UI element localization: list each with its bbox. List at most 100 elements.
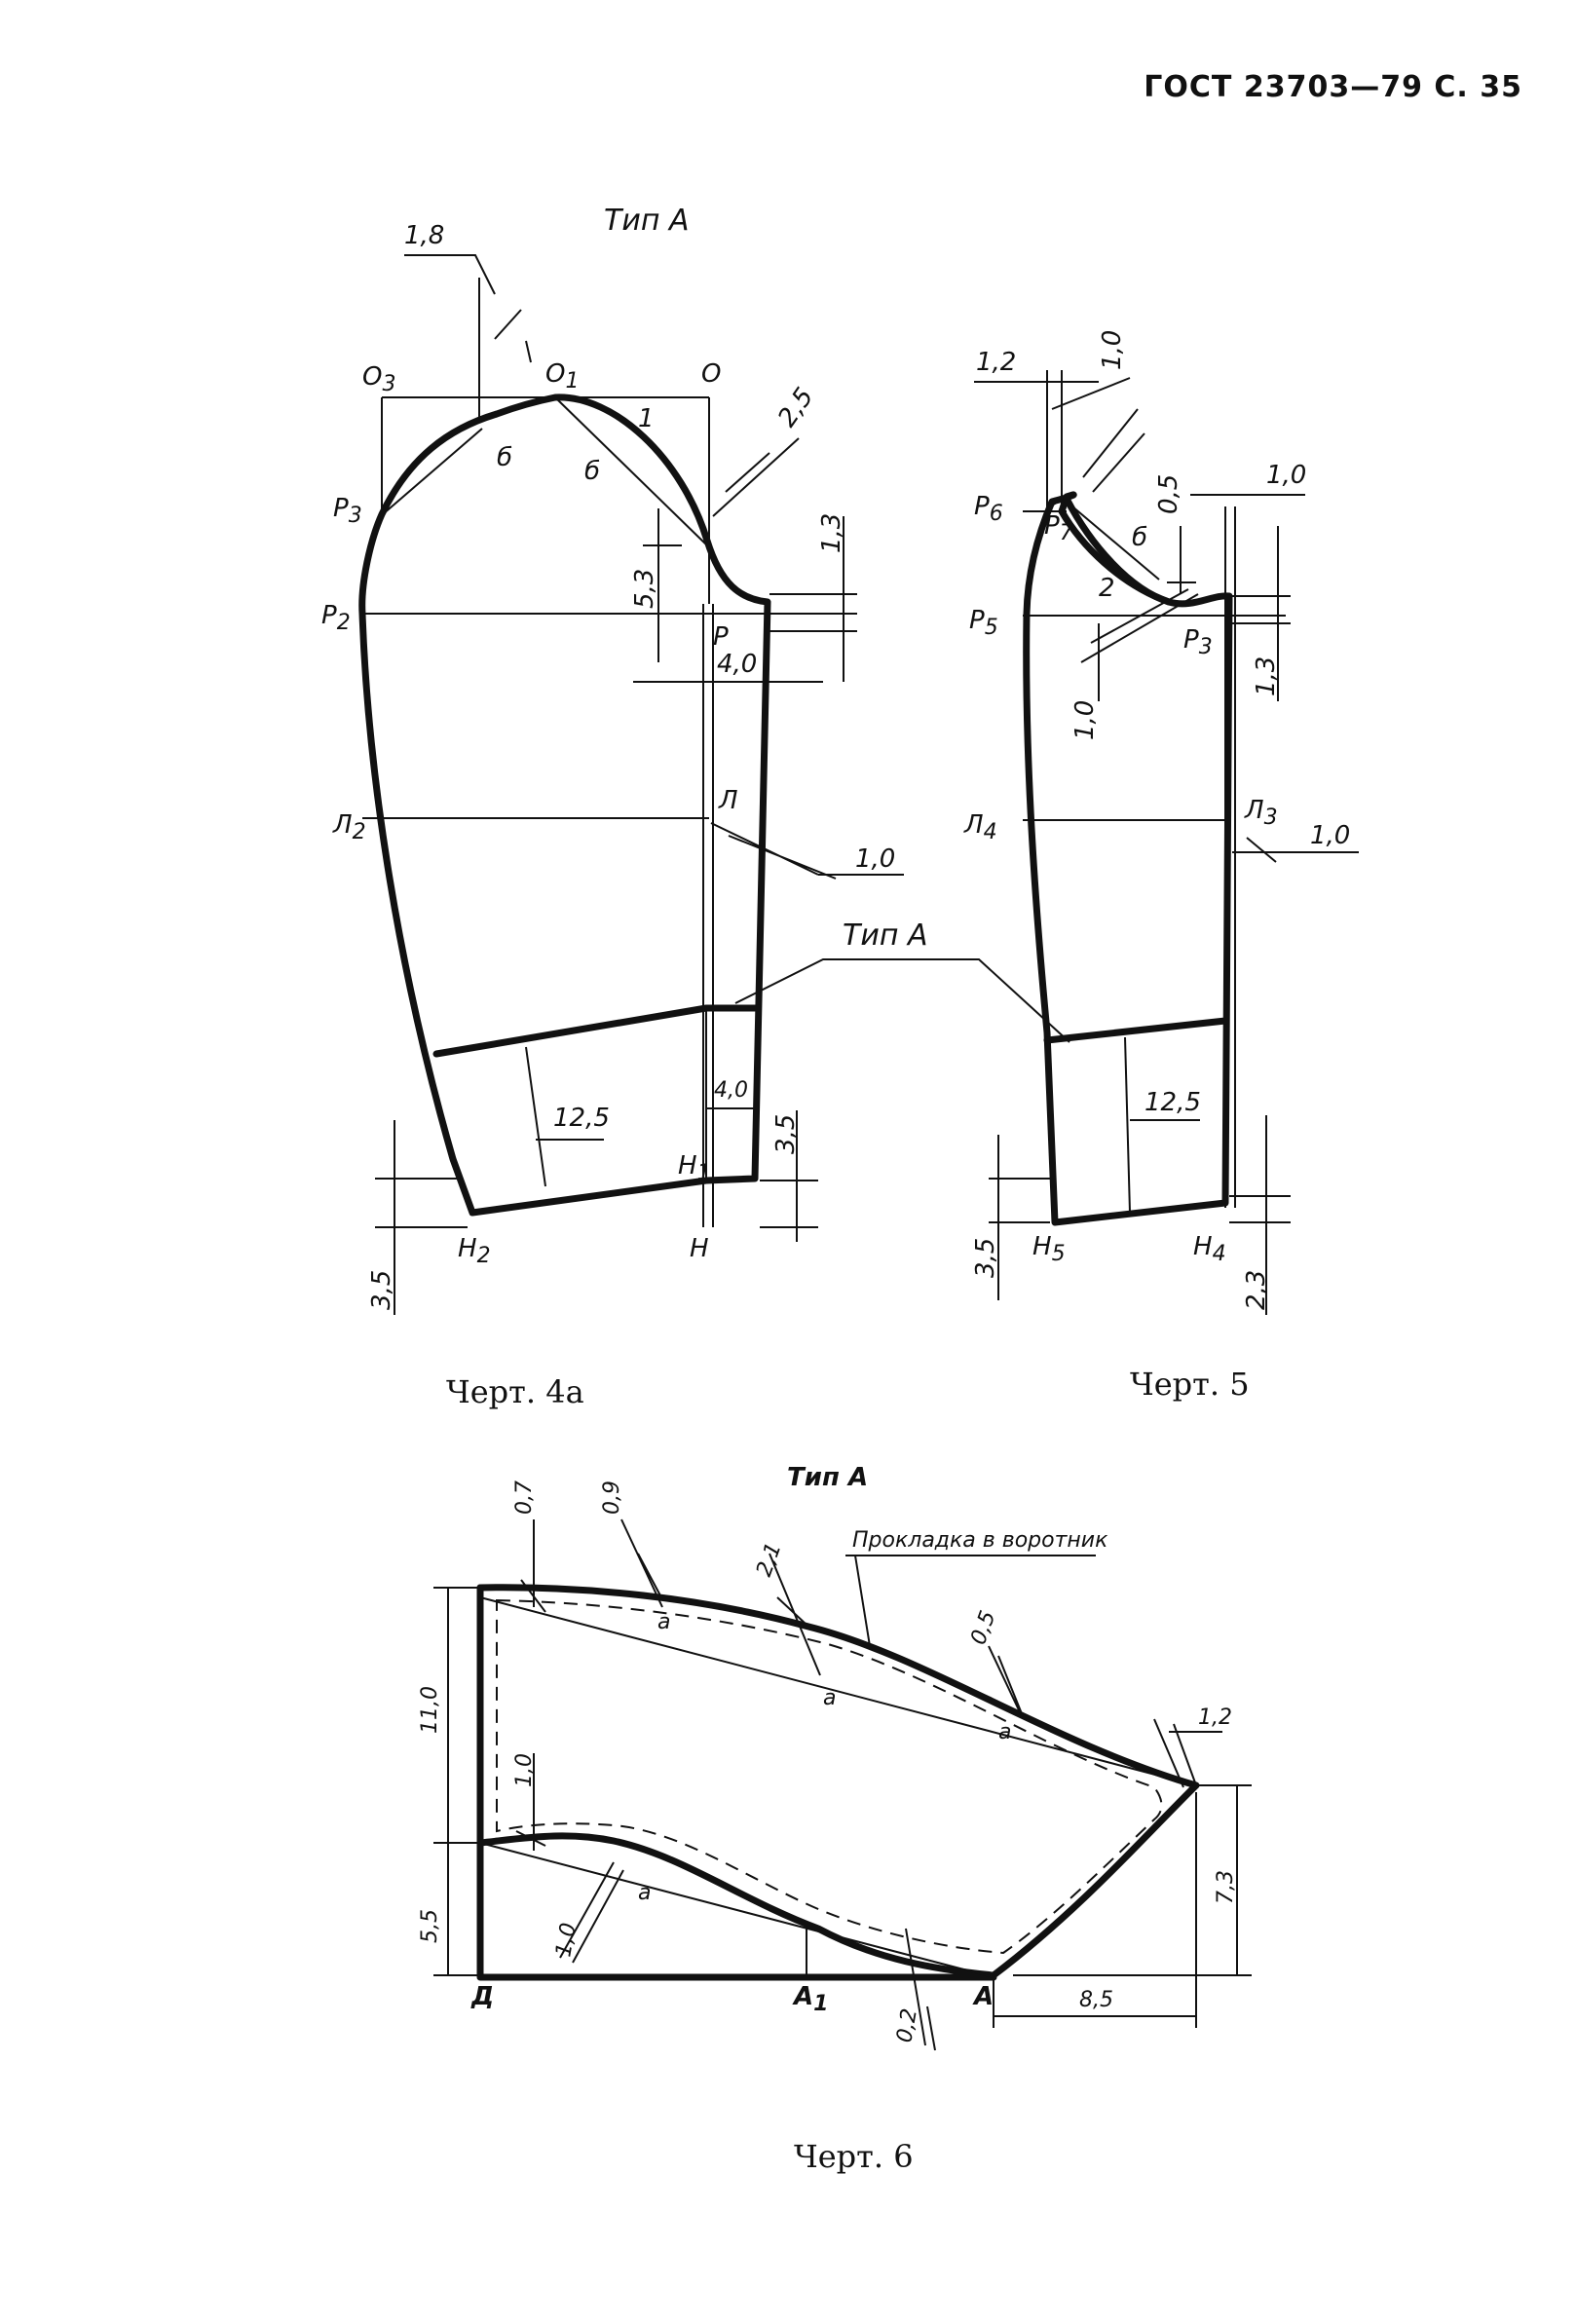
fig5-dim-1-0-l [1232,837,1359,863]
fig5-point-p3: Р3 [1183,625,1213,659]
fig6-dim-0-9 [620,1518,663,1608]
fig4a-chords [382,396,708,546]
fig6-dim-8-5 [993,1792,1197,2028]
fig6-mark-a3: а [998,1720,1011,1744]
fig4a-dim-5-3 [643,508,682,662]
caption-fig5: Черт. 5 [1130,1366,1250,1403]
fig5-outline [1023,491,1233,1226]
fig6-dim-0-9-label: 0,9 [600,1481,624,1515]
fig5-dim-1-0-l-label: 1,0 [1310,821,1350,850]
fig4a-dim-3-5-right-label: 3,5 [771,1114,801,1154]
fig4a-hem-line [432,1004,762,1058]
fig4a-point-h2: Н2 [458,1234,491,1268]
fig6-dim-1-2-label: 1,2 [1198,1706,1232,1730]
fig6-dim-0-2 [905,1928,936,2051]
fig5-dim-2-3 [1229,1115,1291,1315]
fig4a-point-p2: Р2 [321,601,351,635]
fig6-dim-5-5-label: 5,5 [418,1909,442,1943]
fig5-dim-0-5 [1167,526,1196,594]
type-a-leader-line [734,958,1070,1043]
fig4a-dim-1-8 [404,254,532,421]
fig4a-dim-1-8-label: 1,8 [404,221,444,250]
fig4a-point-o1: О1 [545,359,579,394]
fig5-curve-inner [1063,495,1173,606]
fig5-dim-1-0-top-label: 1,0 [1098,330,1127,370]
figure-4a: Тип А 1,8 2,5 5,3 1,3 4,0 1,0 [321,204,904,1315]
fig4a-dim-5-3-label: 5,3 [630,569,659,609]
fig6-dim-vertical-left [433,1587,487,1976]
fig5-mark-2: 2 [1099,574,1115,603]
type-a-leader: Тип А [734,918,1070,1043]
fig4a-point-o3: О3 [362,362,395,396]
fig4a-point-l: Л [718,786,738,815]
fig6-point-a: А [972,1982,994,2011]
fig4a-mark-b1: б [497,443,512,472]
fig6-dim-0-2-label: 0,2 [892,2006,922,2044]
fig4a-dim-4-0-top-label: 4,0 [717,650,757,679]
fig6-dim-1-0-a-label: 1,0 [512,1753,537,1787]
fig4a-point-h1: Н1 [678,1151,711,1185]
fig6-type-label: Тип А [787,1463,868,1492]
fig4a-dim-3-5-right [760,1110,818,1242]
fig5-point-l4: Л4 [963,810,997,844]
fig5-point-p5: Р5 [969,606,998,640]
fig6-mark-a2: а [823,1686,836,1710]
fig5-dim-12-5-label: 12,5 [1144,1088,1201,1117]
page-header: ГОСТ 23703—79 С. 35 [1144,70,1522,104]
fig6-mark-a4: а [638,1881,651,1905]
fig5-guide-top [1023,370,1067,512]
fig6-dim-7-3 [1013,1784,1252,1976]
fig5-dim-1-0-right-label: 1,0 [1266,461,1306,490]
fig6-dim-0-7 [520,1519,546,1613]
fig6-dim-11-0-label: 11,0 [418,1686,442,1734]
fig5-hem-line [1043,1017,1229,1044]
fig5-mark-b: б [1132,523,1147,552]
fig6-dim-1-0-b [559,1861,624,1964]
fig6-dim-7-3-label: 7,3 [1214,1870,1238,1904]
fig4a-vertical-guide [702,604,714,1227]
fig4a-dim-1-3-label: 1,3 [817,513,846,553]
fig4a-outline [358,394,771,1217]
fig5-point-l3: Л3 [1244,796,1278,830]
caption-fig4a: Черт. 4а [446,1373,584,1410]
fig4a-point-p3: Р3 [333,494,362,528]
fig4a-dim-1-3 [769,516,857,682]
fig4a-dim-1-0-label: 1,0 [855,844,895,874]
fig5-dim-0-5-label: 0,5 [1154,474,1183,514]
caption-fig6: Черт. 6 [794,2138,914,2175]
fig4a-dim-3-5-left-label: 3,5 [367,1270,396,1310]
fig4a-mark-1: 1 [638,404,655,433]
fig6-dim-1-0-a [515,1753,546,1851]
fig5-dim-12-5 [1124,1036,1200,1214]
fig6-note: Прокладка в воротник [852,1528,1108,1553]
fig6-inner-dashed [496,1598,1163,1955]
fig6-dim-8-5-label: 8,5 [1079,1988,1113,2012]
figure-5: 1,2 1,0 0,5 1,0 1,0 1,3 1,0 12,5 3,5 2,3… [963,330,1359,1315]
fig6-dim-2-1 [769,1553,821,1676]
fig4a-dim-1-0 [710,822,904,880]
fig6-outline [476,1584,1200,1979]
fig6-dim-1-2 [1153,1718,1222,1788]
fig5-point-p6: Р6 [974,492,1003,526]
fig6-dim-0-7-label: 0,7 [512,1481,537,1515]
fig5-dim-2-3-label: 2,3 [1242,1270,1271,1310]
fig5-dim-1-3 [1232,526,1291,701]
fig6-dim-0-5 [988,1645,1024,1717]
fig6-dim-1-0-b-label: 1,0 [551,1921,582,1959]
fig6-point-a1: А1 [792,1982,828,2016]
fig4a-point-p: Р [713,622,729,652]
fig5-dim-1-0-left-label: 1,0 [1070,700,1100,740]
fig5-dim-3-5 [989,1135,1050,1300]
fig6-mark-a1: а [657,1610,670,1634]
fig5-dim-1-2-and-1-0 [974,377,1145,493]
fig4a-dim-12-5 [525,1046,604,1187]
figure-6: Тип А Прокладка в воротник 11,0 5,5 0,7 … [418,1463,1252,2051]
fig6-left-edge [476,1584,997,1981]
fig6-chords [479,1596,1197,1978]
fig5-chord [1066,501,1160,581]
fig5-point-p7: Р7 [1044,511,1073,545]
fig5-dim-1-2-label: 1,2 [976,348,1016,377]
fig4a-dim-4-0-bottom-label: 4,0 [714,1078,748,1103]
